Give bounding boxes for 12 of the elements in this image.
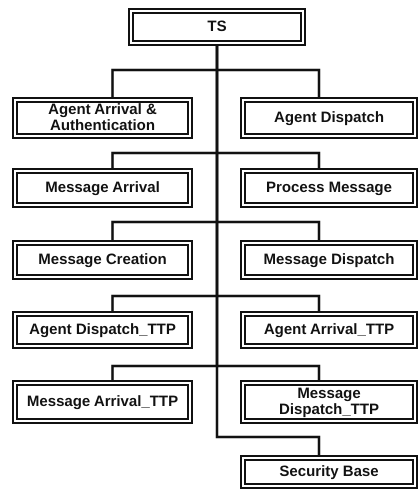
module-box: Agent Arrival & Authentication <box>12 97 193 139</box>
module-box: Agent Dispatch <box>240 97 418 139</box>
module-box: Agent Dispatch_TTP <box>12 311 193 349</box>
module-box: Process Message <box>240 168 418 208</box>
module-box: Message Dispatch_TTP <box>240 380 418 424</box>
module-box: Message Dispatch <box>240 240 418 280</box>
module-box: Agent Arrival_TTP <box>240 311 418 349</box>
module-box: Message Arrival <box>12 168 193 208</box>
module-box: Message Arrival_TTP <box>12 380 193 424</box>
module-box: Message Creation <box>12 240 193 280</box>
module-box: TS <box>128 8 306 46</box>
module-box: Security Base <box>240 455 418 489</box>
